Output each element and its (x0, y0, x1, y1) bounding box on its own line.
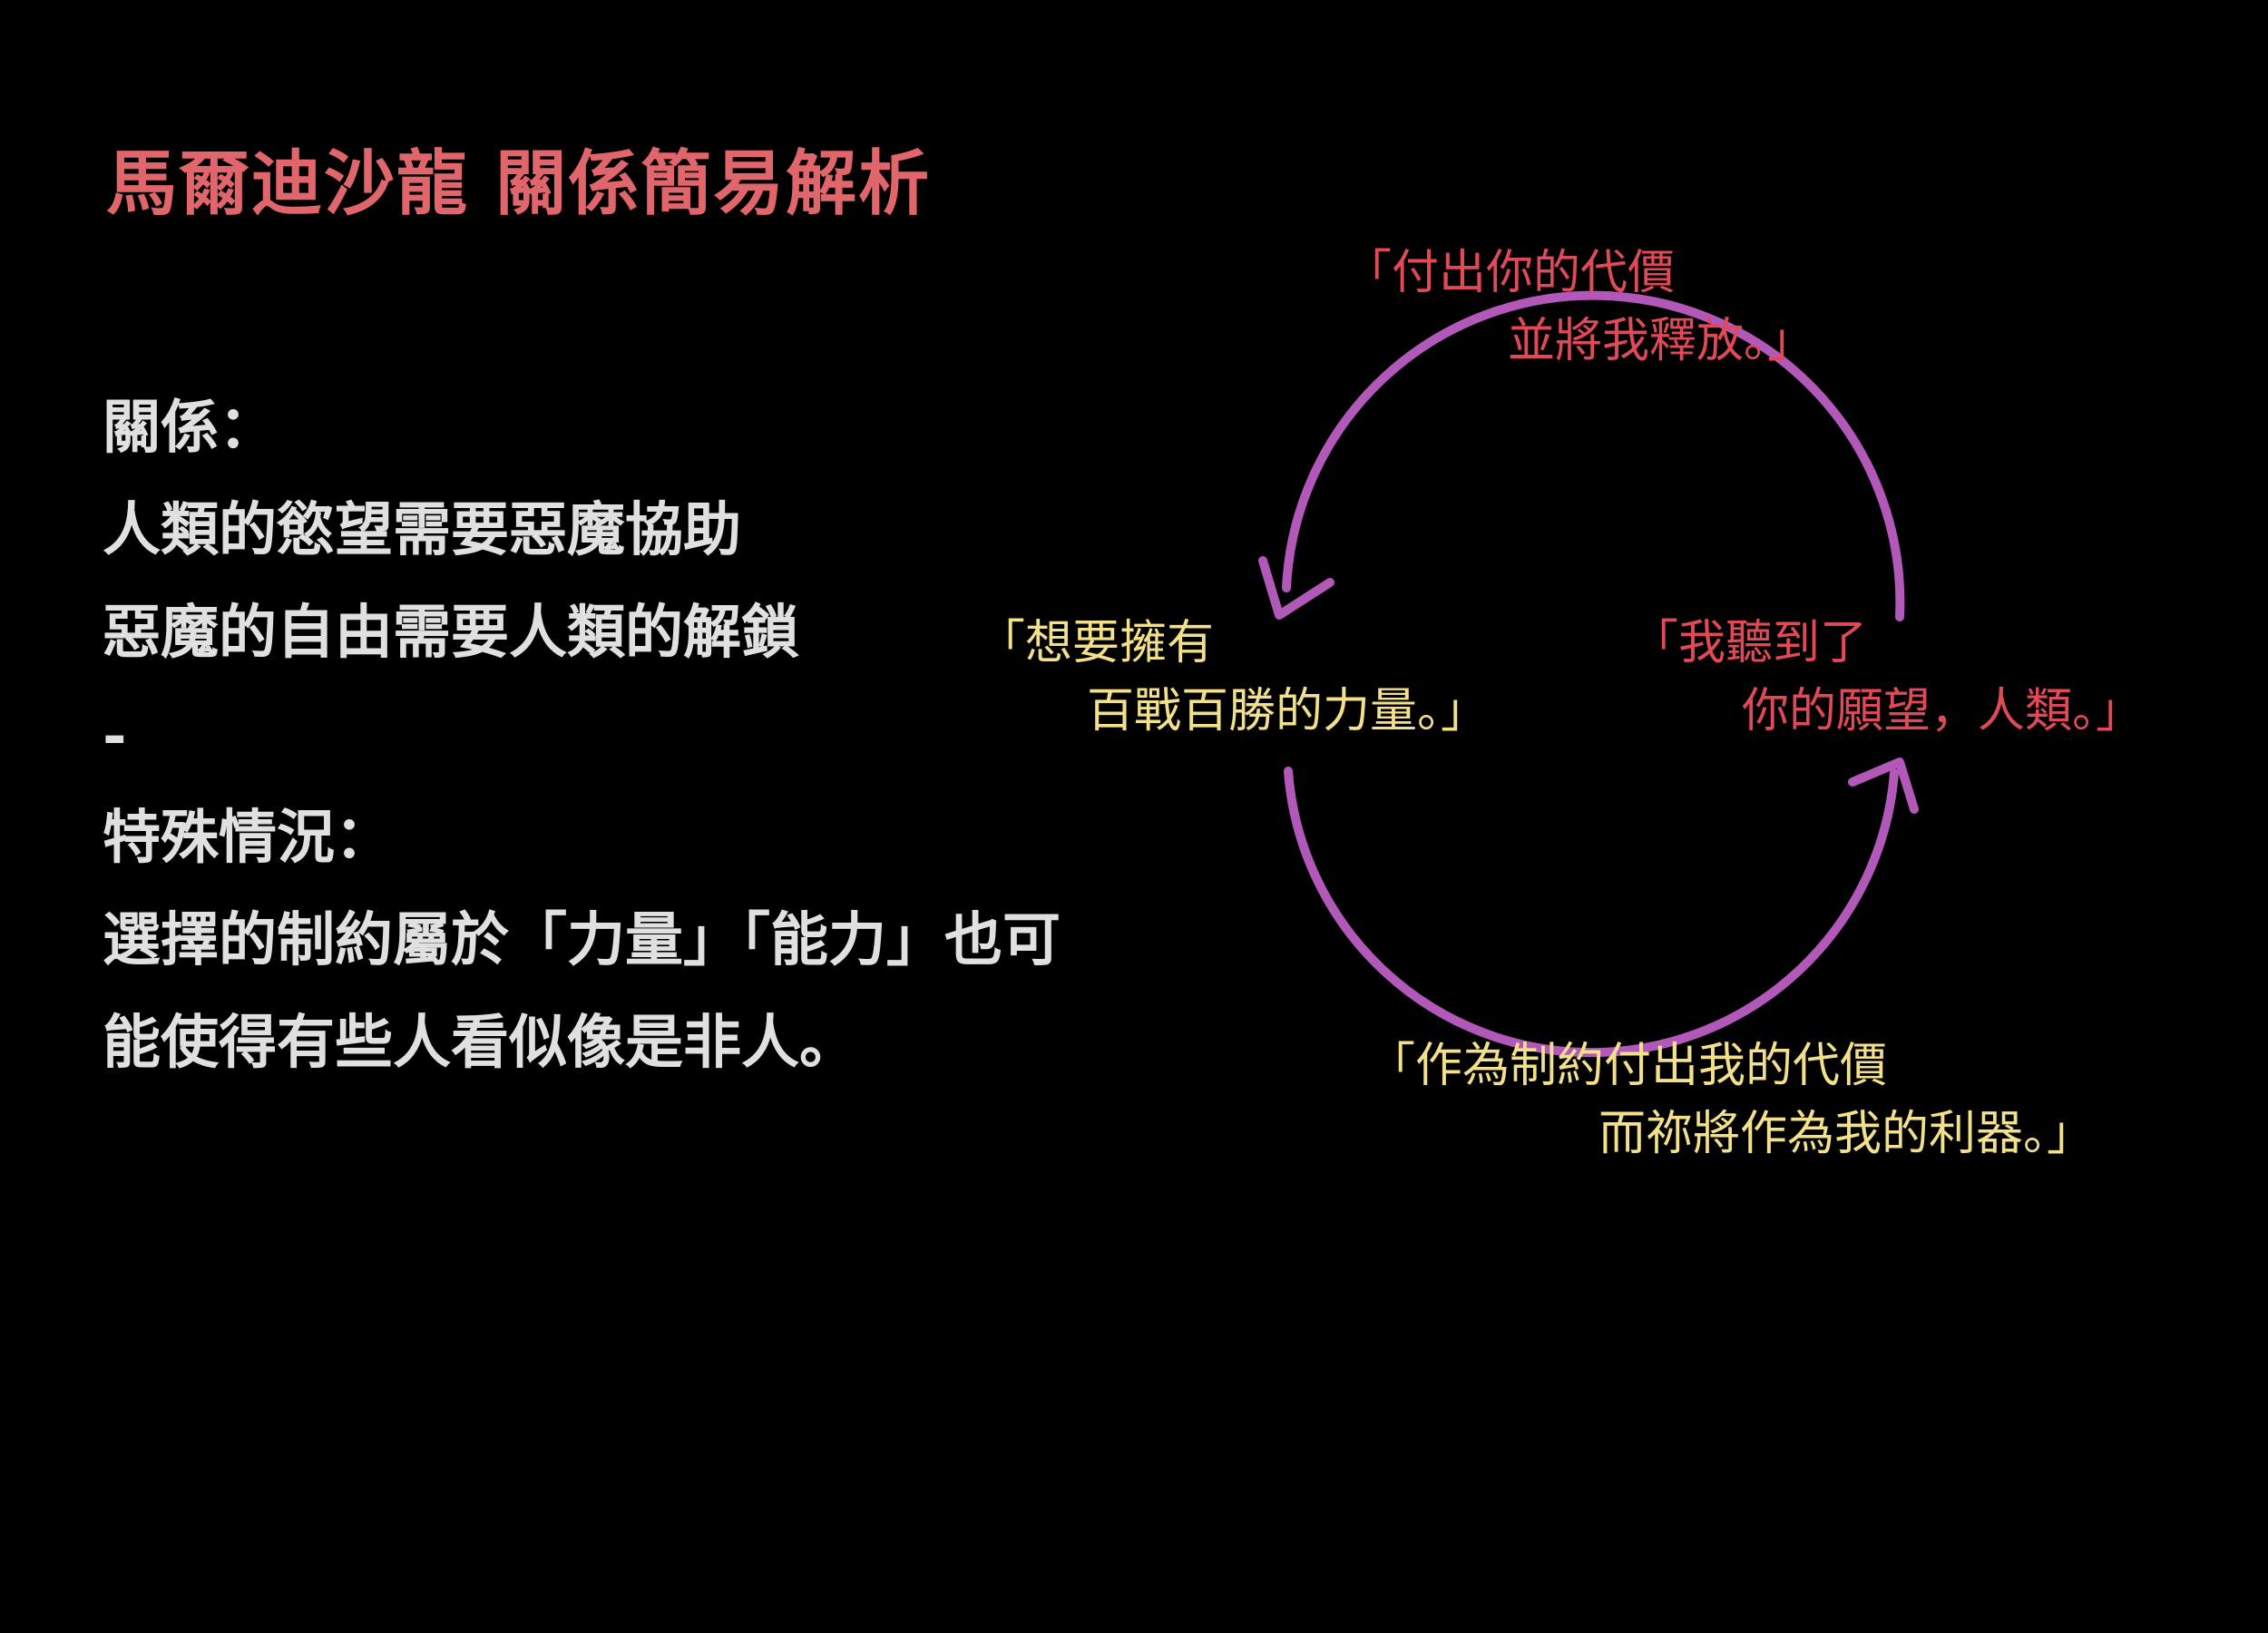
body-line: 能使得有些人看似像是非人。 (103, 1009, 857, 1077)
human-quote-left: 「想要擁有 百戰百勝的力量。」 (978, 604, 1488, 740)
quote-line: 而祢將作為我的利器。」 (1598, 1107, 2095, 1161)
human-quote-bottom: 「作為制約付出我的代價 而祢將作為我的利器。」 (1368, 1027, 2094, 1163)
relationship-description: 關係： 人類的慾望需要惡魔協助 惡魔的自由需要人類的解鎖 - 特殊情況： 選擇的… (103, 376, 1173, 1094)
lower-arrowhead-icon (1848, 758, 1919, 814)
quote-line: 百戰百勝的力量。」 (1087, 684, 1489, 738)
upper-cycle-arrow (1282, 290, 1905, 621)
quote-line: 「想要擁有 (978, 616, 1215, 670)
quote-line: 並將我釋放。」 (1508, 314, 1815, 368)
quote-line: 「付出你的代價 (1344, 246, 1676, 300)
demon-quote-right: 「我聽到了 你的願望，人類。」 (1631, 604, 2143, 740)
quote-line: 你的願望，人類。」 (1742, 684, 2144, 738)
lower-cycle-arrow (1284, 767, 1899, 1058)
quote-line: 「我聽到了 (1631, 616, 1868, 670)
page-title: 馬爾迪沙龍 關係簡易解析 (106, 142, 932, 225)
body-line: 人類的慾望需要惡魔協助 (103, 496, 741, 564)
body-line: 惡魔的自由需要人類的解鎖 (103, 599, 799, 667)
quote-line: 「作為制約付出我的代價 (1368, 1039, 1888, 1093)
body-line: 特殊情況： (103, 804, 393, 872)
upper-arrowhead-icon (1258, 556, 1334, 620)
body-line: 關係： (103, 394, 277, 462)
demon-quote-top: 「付出你的代價 並將我釋放。」 (1344, 234, 1814, 370)
body-line: - (103, 701, 127, 769)
body-line: 選擇的制約屬於「力量」「能力」也可 (103, 906, 1061, 974)
